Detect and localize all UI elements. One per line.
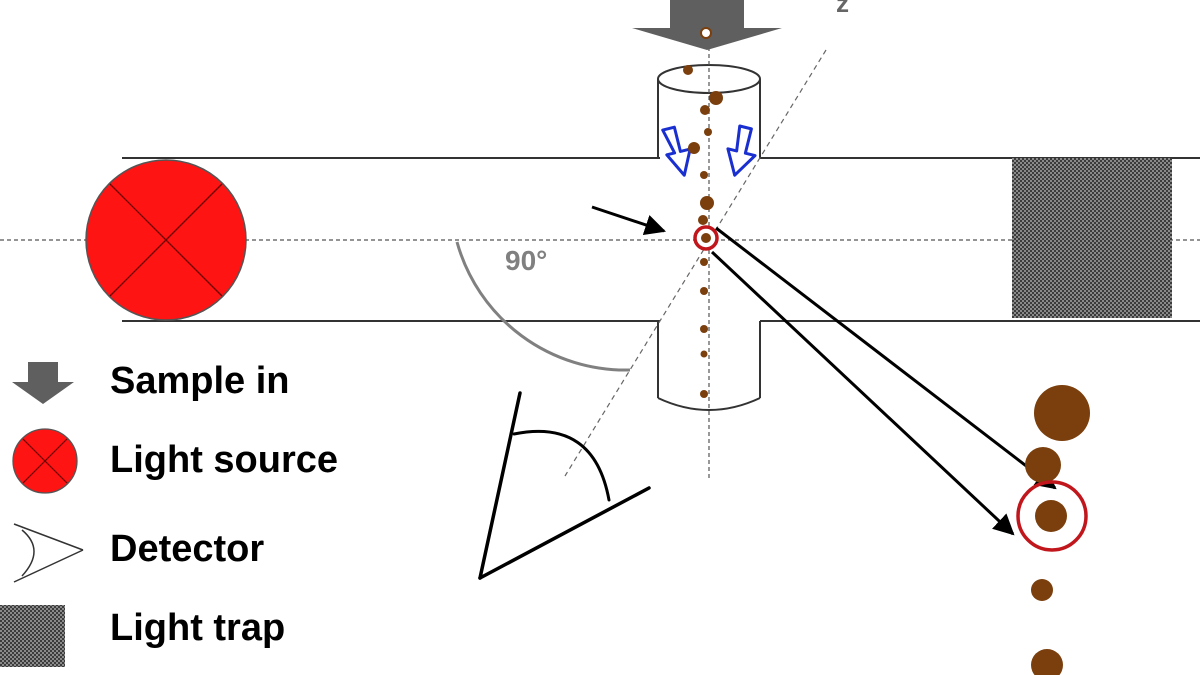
legend-light-trap-icon	[0, 605, 65, 667]
particle-stream	[683, 65, 723, 398]
z-axis-label: z	[836, 0, 849, 18]
magnified-particles	[1025, 385, 1090, 675]
sheath-flow-arrows	[661, 124, 757, 177]
legend-light-trap-label: Light trap	[110, 607, 285, 649]
legend-sample-in-icon	[12, 362, 74, 404]
legend-detector-icon	[13, 523, 84, 583]
angle-label: 90°	[505, 245, 547, 276]
detector-icon	[478, 391, 651, 580]
scatter-rays	[710, 226, 1057, 536]
light-source-icon	[85, 159, 247, 321]
detector-axis	[564, 49, 827, 477]
angle-arc	[455, 241, 631, 372]
magnified-highlight-ring	[1016, 480, 1088, 552]
legend-light-source-label: Light source	[110, 439, 338, 481]
legend-light-source-icon	[12, 428, 78, 494]
interrogated-particle	[693, 225, 719, 251]
light-trap-icon	[1012, 158, 1172, 318]
legend: Sample in Light source Detector Light tr…	[0, 360, 338, 667]
legend-sample-in-label: Sample in	[110, 360, 290, 402]
interrogation-pointer	[591, 205, 666, 235]
outlet-nozzle	[657, 321, 761, 411]
legend-detector-label: Detector	[110, 528, 264, 570]
sample-in-arrow-icon	[632, 0, 782, 50]
